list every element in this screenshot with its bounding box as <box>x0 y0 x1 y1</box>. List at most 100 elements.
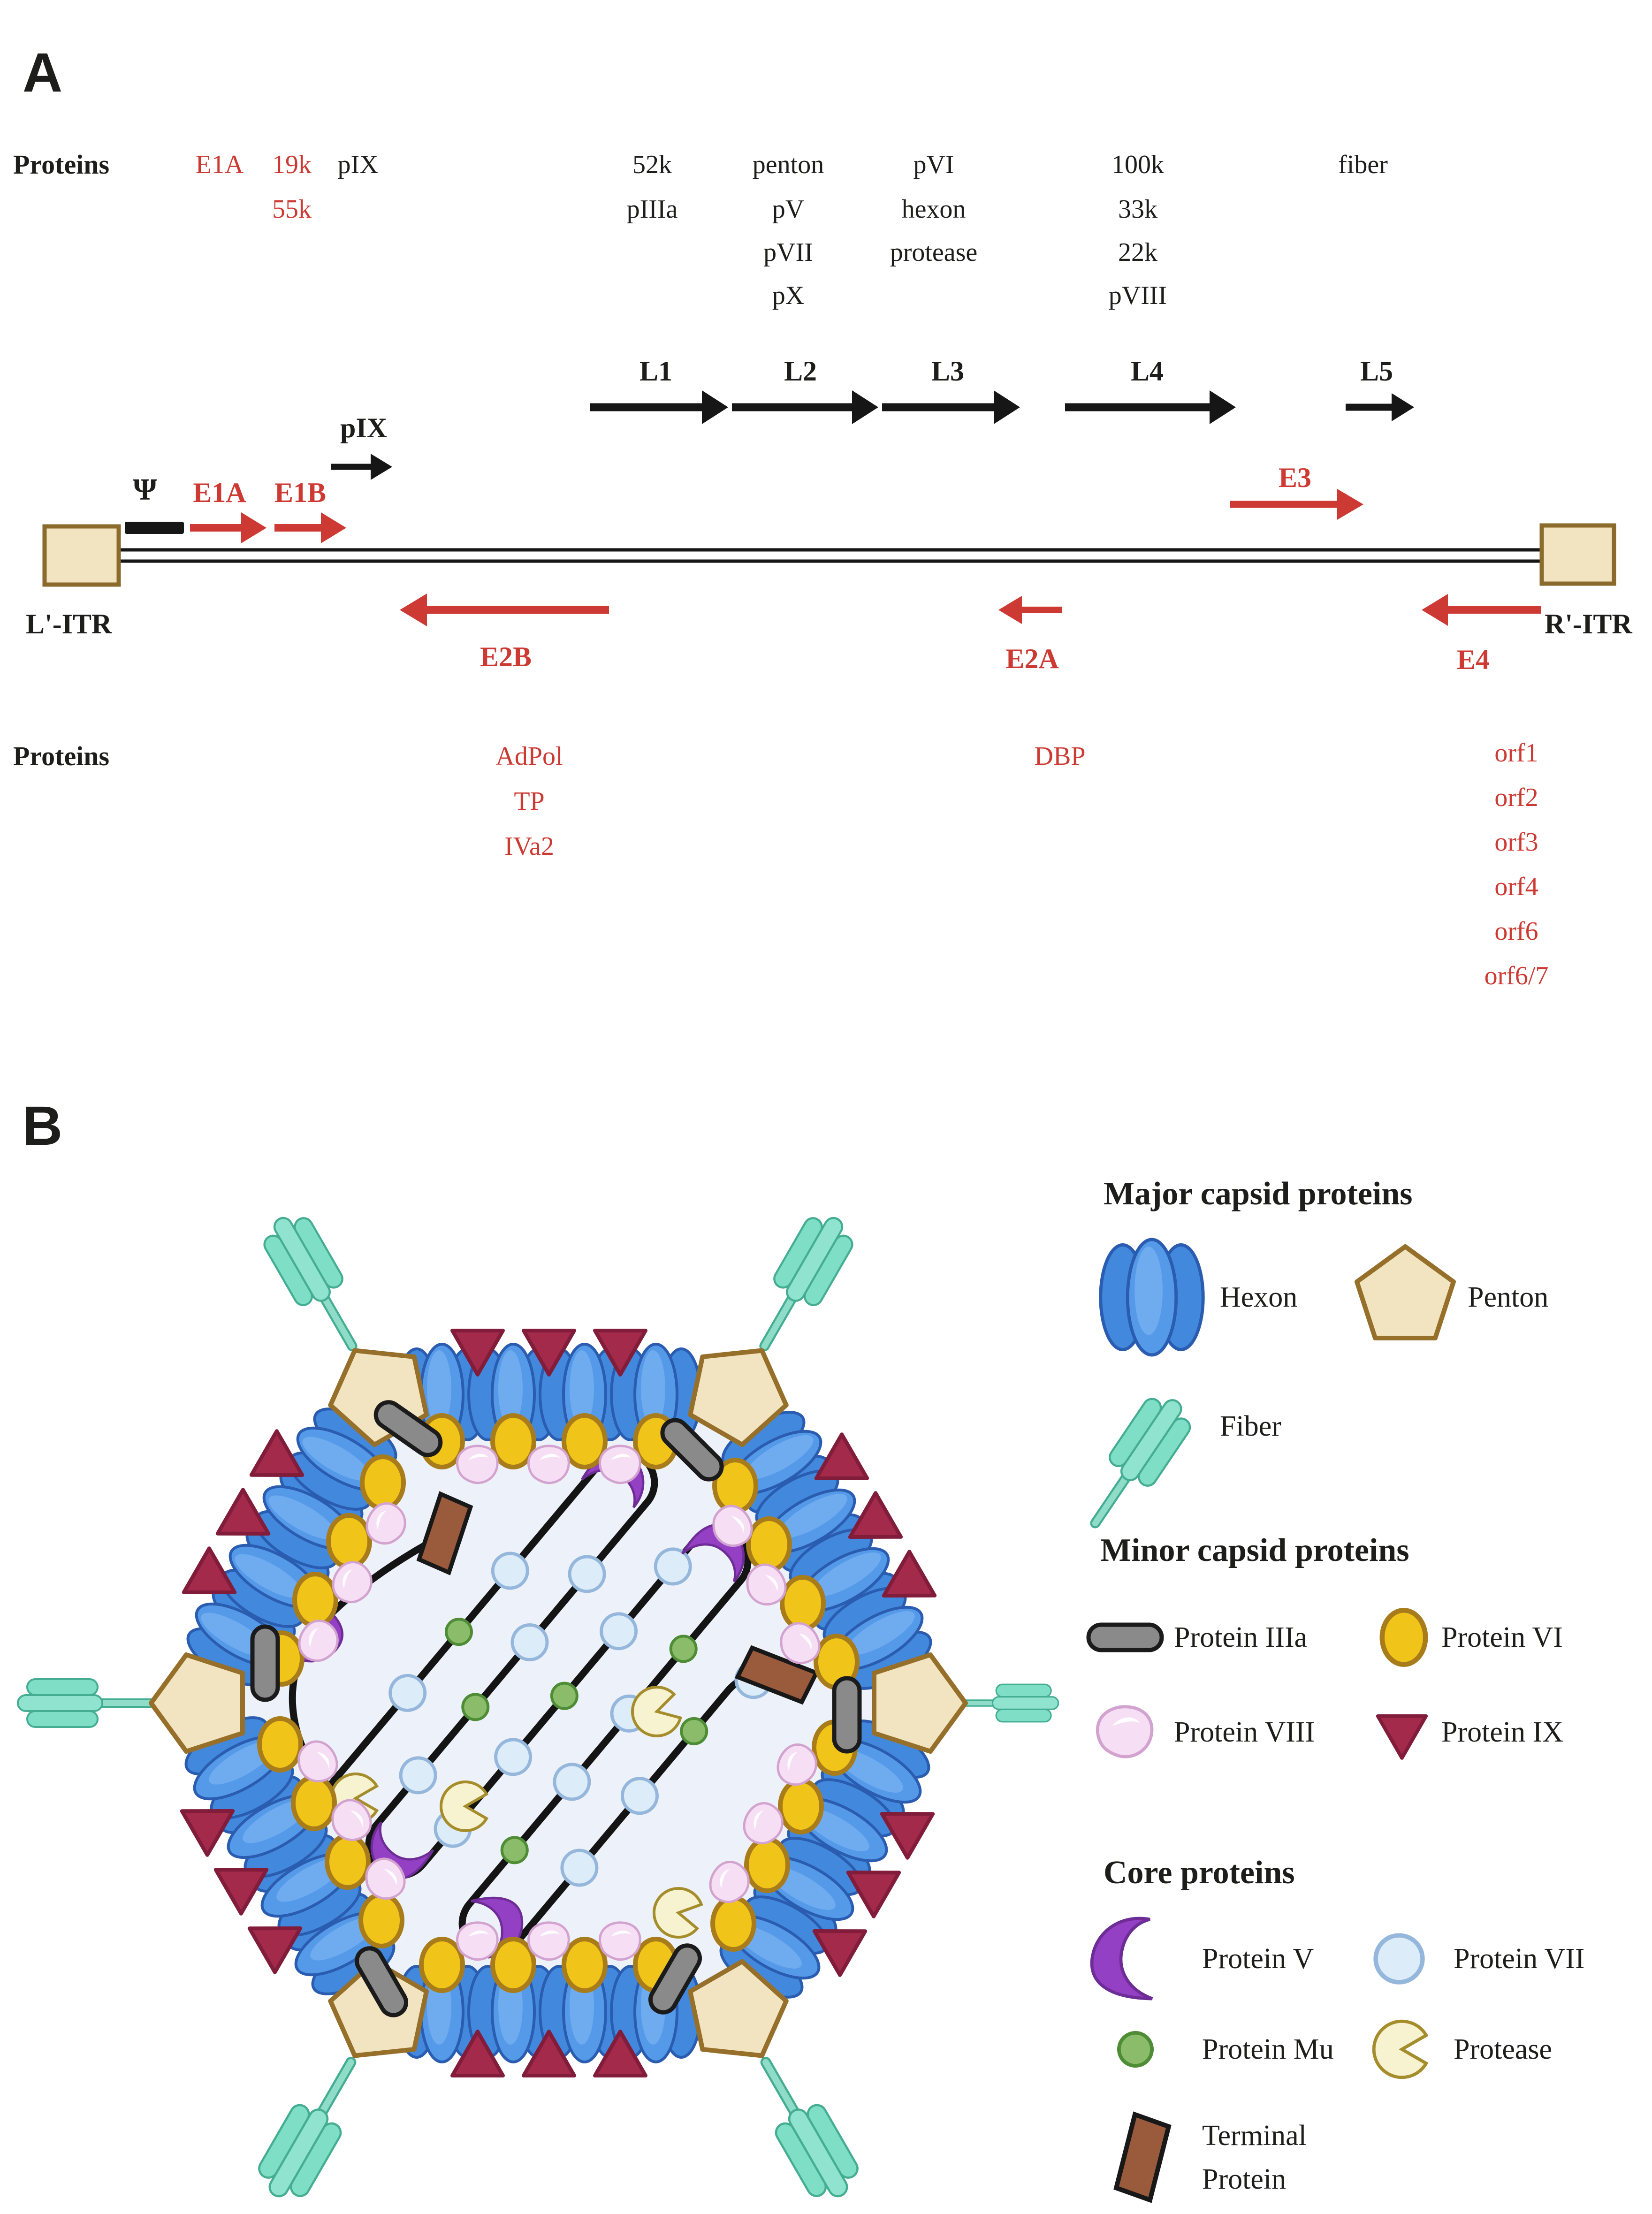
genome-map <box>42 390 1616 626</box>
e2a-gene-label: E2A <box>1005 643 1059 674</box>
l1-protein-piiia: pIIIa <box>626 195 678 224</box>
l3-gene-label: L3 <box>931 356 965 387</box>
protein-vi-icon <box>362 1457 403 1508</box>
e4-protein-orf67: orf6/7 <box>1484 961 1549 990</box>
fiber-icon <box>739 1206 860 1363</box>
psi-label: Ψ <box>133 472 157 507</box>
penton-icon <box>1357 1247 1454 1338</box>
e1b-protein-55k: 55k <box>272 195 312 224</box>
l4-protein-22k: 22k <box>1118 238 1157 267</box>
e4-protein-orf4: orf4 <box>1494 872 1538 901</box>
protein-vii-icon <box>1376 1935 1423 1982</box>
l1-gene-label: L1 <box>639 356 673 387</box>
legend-protease-label: Protease <box>1454 2033 1553 2065</box>
psi-signal-bar <box>125 522 184 534</box>
pix-gene-label: pIX <box>340 412 388 443</box>
protein-iiia-icon <box>834 1678 860 1751</box>
left-itr-box <box>42 524 121 587</box>
legend-minor-title: Minor capsid proteins <box>1100 1532 1409 1568</box>
protein-vi-icon <box>748 1519 790 1570</box>
panel-a-label: A <box>23 42 63 104</box>
legend-penton-label: Penton <box>1468 1281 1549 1313</box>
l4-protein-pviii: pVIII <box>1108 281 1167 310</box>
pix-protein-label: pIX <box>337 150 379 179</box>
penton-icon <box>151 1655 243 1751</box>
e1b-gene-label: E1B <box>274 477 327 508</box>
e2b-protein-iva2: IVa2 <box>504 832 554 861</box>
protein-viii-icon <box>457 1446 497 1483</box>
late-transcript-arrows <box>331 390 1414 480</box>
protein-viii-icon <box>1097 1707 1152 1757</box>
protein-viii-icon <box>528 1446 569 1483</box>
legend-hexon-label: Hexon <box>1220 1281 1298 1313</box>
protein-v-icon <box>1085 1908 1172 2003</box>
protein-viii-icon <box>528 1923 569 1960</box>
protein-vi-icon <box>421 1939 463 1991</box>
legend-major-title: Major capsid proteins <box>1104 1176 1413 1212</box>
protein-mu-icon <box>1119 2033 1152 2066</box>
l2-protein-pv: pV <box>772 195 805 224</box>
fiber-icon <box>256 1206 377 1363</box>
l2-protein-px: pX <box>772 281 805 310</box>
l2-gene-label: L2 <box>784 356 817 387</box>
e2b-gene-label: E2B <box>480 641 532 672</box>
legend-protein-vii-label: Protein VII <box>1454 1943 1585 1975</box>
protein-vi-icon <box>782 1577 823 1629</box>
e1a-protein-label: E1A <box>195 150 244 179</box>
virion-diagram <box>17 1206 1059 2209</box>
e4-protein-orf1: orf1 <box>1494 738 1538 768</box>
protein-vi-icon <box>259 1719 301 1770</box>
l3-protein-hexon: hexon <box>901 195 966 224</box>
e4-protein-orf3: orf3 <box>1494 828 1538 857</box>
e1b-protein-19k: 19k <box>272 150 312 179</box>
protein-ix-icon <box>1378 1716 1426 1758</box>
l4-gene-label: L4 <box>1130 356 1164 387</box>
protein-vi-icon <box>493 1939 534 1991</box>
legend-core-title: Core proteins <box>1104 1855 1295 1891</box>
protein-vi-icon <box>1382 1610 1425 1665</box>
legend-fiber-label: Fiber <box>1220 1410 1281 1442</box>
protein-viii-icon <box>600 1923 640 1960</box>
protein-vi-icon <box>780 1780 822 1832</box>
fiber-icon <box>1071 1387 1199 1541</box>
e4-protein-orf6: orf6 <box>1494 917 1538 946</box>
l2-protein-penton: penton <box>752 150 824 179</box>
legend-terminal-line2: Protein <box>1202 2163 1287 2195</box>
proteins-bottom-label: Proteins <box>13 741 110 771</box>
protein-vi-icon <box>746 1839 788 1891</box>
e2a-protein-dbp: DBP <box>1034 742 1086 771</box>
legend-protein-vi-label: Protein VI <box>1441 1621 1563 1653</box>
e4-protein-orf2: orf2 <box>1494 783 1538 812</box>
l3-protein-protease: protease <box>890 238 978 267</box>
e4-gene-label: E4 <box>1456 644 1490 675</box>
right-itr-box <box>1539 523 1616 586</box>
protein-vi-icon <box>327 1836 368 1887</box>
e1a-gene-label: E1A <box>193 477 246 508</box>
early-transcript-arrows <box>190 489 1541 626</box>
protein-viii-icon <box>457 1923 497 1960</box>
legend-protein-v-label: Protein V <box>1202 1943 1314 1975</box>
proteins-top-label: Proteins <box>13 149 110 180</box>
protein-iiia-icon <box>252 1627 278 1700</box>
protein-vi-icon <box>328 1515 370 1567</box>
left-itr-label: L'-ITR <box>26 609 112 639</box>
legend-protein-mu-label: Protein Mu <box>1202 2033 1334 2065</box>
fiber-icon <box>17 1678 156 1728</box>
fiber-icon <box>740 2045 866 2208</box>
right-itr-label: R'-ITR <box>1545 609 1632 639</box>
fiber-icon <box>251 2045 377 2208</box>
protein-vi-icon <box>564 1939 605 1991</box>
legend-protein-iiia-label: Protein IIIa <box>1174 1621 1308 1653</box>
l4-protein-100k: 100k <box>1111 150 1164 179</box>
protein-vi-icon <box>293 1777 335 1829</box>
panel-b-label: B <box>23 1095 63 1157</box>
e2b-protein-tp: TP <box>514 787 545 816</box>
legend-terminal-line1: Terminal <box>1202 2120 1307 2152</box>
hexon-icon <box>1101 1240 1203 1355</box>
l5-protein-fiber: fiber <box>1338 150 1388 179</box>
l1-protein-52k: 52k <box>632 150 672 179</box>
protease-icon <box>1374 2021 1426 2077</box>
l4-protein-33k: 33k <box>1118 195 1157 224</box>
l3-protein-pvi: pVI <box>913 150 954 179</box>
